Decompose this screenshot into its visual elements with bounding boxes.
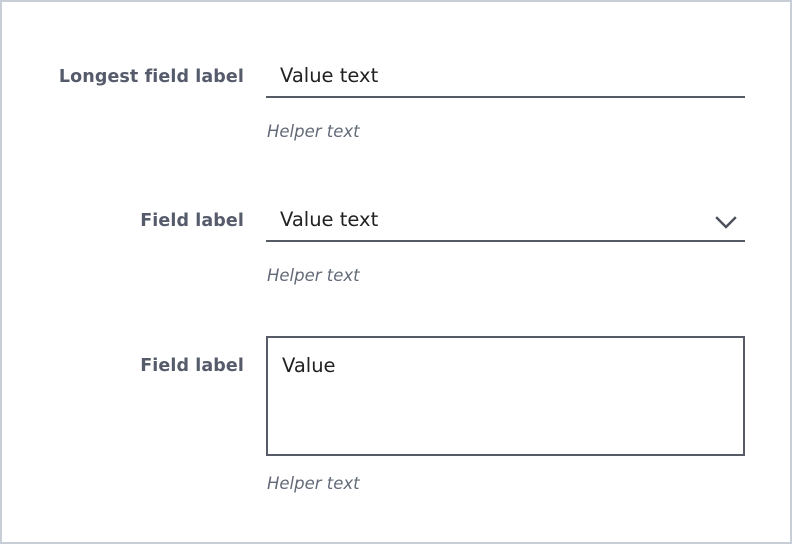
- helper-text-textarea-field: Helper text: [267, 474, 360, 493]
- text-input-value: Value text: [280, 64, 379, 87]
- textarea-value: Value: [282, 354, 336, 377]
- field-label-textarea: Field label: [140, 356, 244, 376]
- field-label-select: Field label: [140, 211, 244, 231]
- text-input-longest-field[interactable]: Value text: [266, 60, 745, 98]
- helper-text-longest-field: Helper text: [267, 122, 360, 141]
- field-label-longest: Longest field label: [58, 67, 244, 87]
- textarea-field[interactable]: Value: [266, 336, 745, 456]
- helper-text-select-field: Helper text: [267, 266, 360, 285]
- chevron-down-icon[interactable]: [713, 210, 739, 236]
- select-value: Value text: [280, 208, 379, 231]
- select-field[interactable]: Value text: [266, 204, 745, 242]
